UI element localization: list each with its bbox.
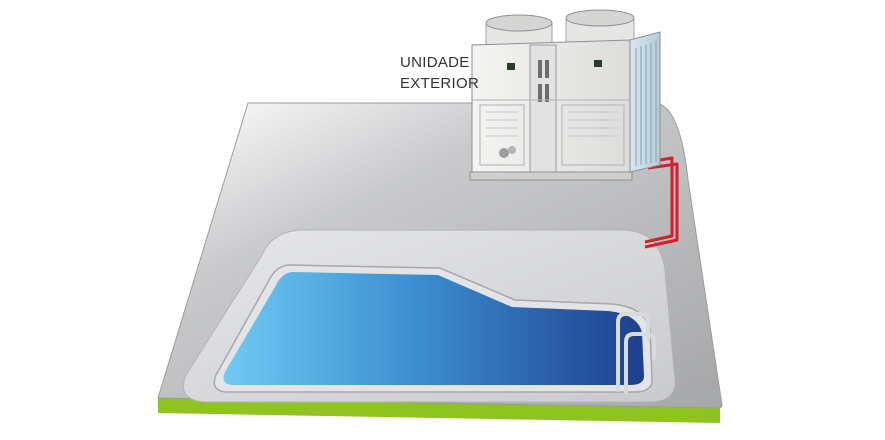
pool-ladder <box>616 312 656 394</box>
unit-label-line1: UNIDADE <box>400 54 470 71</box>
pool <box>213 264 656 394</box>
outdoor-unit <box>469 9 661 181</box>
logo-badge-right <box>594 60 602 67</box>
unit-label-line2: EXTERIOR <box>400 75 479 92</box>
fan-left <box>485 14 553 46</box>
coil-fins <box>635 41 657 166</box>
center-vents <box>538 60 549 102</box>
logo-badge-left <box>507 63 515 70</box>
unit-base <box>469 171 633 181</box>
panel-grilles <box>486 111 618 137</box>
unit-center-column <box>529 44 557 173</box>
ground-side-edge <box>158 397 720 423</box>
service-ports <box>499 146 516 158</box>
unit-panels <box>472 99 630 166</box>
pool-water <box>223 272 644 385</box>
fan-right <box>565 9 635 43</box>
unit-side-coil <box>629 31 661 173</box>
